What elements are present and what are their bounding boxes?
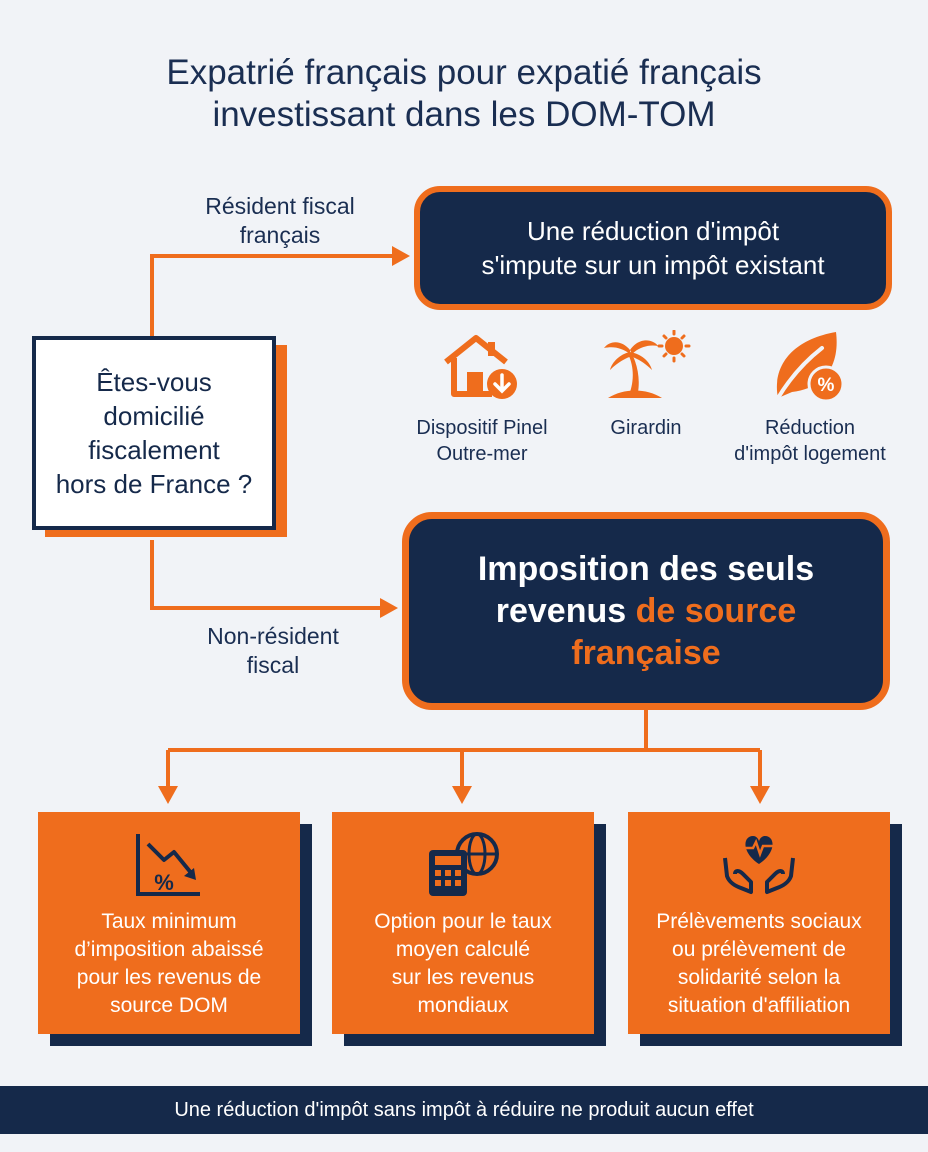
leaf-percent-icon: % <box>770 328 850 404</box>
svg-text:%: % <box>154 870 174 895</box>
title-line-1: Expatrié français pour expatié français <box>166 53 762 92</box>
footer-text: Une réduction d'impôt sans impôt à rédui… <box>174 1099 754 1121</box>
label-nonresident: Non-résident fiscal <box>207 623 339 678</box>
scheme-logement-label: Réduction d'impôt logement <box>734 417 886 465</box>
connector-resident <box>150 254 398 336</box>
connector-nonresident <box>150 540 386 610</box>
question-box: Êtes-vous domicilié fiscalement hors de … <box>32 336 276 530</box>
arrowhead-card-2 <box>452 786 472 804</box>
hands-heart-icon <box>723 836 795 894</box>
footer-banner: Une réduction d'impôt sans impôt à rédui… <box>0 1086 928 1134</box>
arrowhead-card-3 <box>750 786 770 804</box>
arrowhead-resident <box>392 246 410 266</box>
chart-down-percent-icon: % <box>136 834 200 896</box>
title-line-2: investissant dans les DOM-TOM <box>212 95 716 134</box>
arrowhead-nonresident <box>380 598 398 618</box>
card-prelevements: Prélèvements sociaux ou prélèvement de s… <box>628 812 890 1034</box>
page-title: Expatrié français pour expatié français … <box>40 52 888 136</box>
resident-box: Une réduction d'impôt s'impute sur un im… <box>414 186 892 310</box>
label-resident: Résident fiscal français <box>205 193 355 248</box>
svg-text:%: % <box>818 375 835 396</box>
house-download-icon <box>440 330 524 402</box>
palm-tree-sun-icon <box>600 329 692 402</box>
card-taux-moyen: Option pour le taux moyen calculé sur le… <box>332 812 594 1034</box>
nonresident-box: Imposition des seuls revenus de source f… <box>402 512 890 710</box>
arrowhead-card-1 <box>158 786 178 804</box>
scheme-pinel-label: Dispositif Pinel Outre-mer <box>416 417 548 465</box>
card-taux-minimum: % Taux minimum d’imposition abaissé pour… <box>38 812 300 1034</box>
scheme-girardin-label: Girardin <box>610 417 682 439</box>
calculator-globe-icon <box>429 832 499 896</box>
